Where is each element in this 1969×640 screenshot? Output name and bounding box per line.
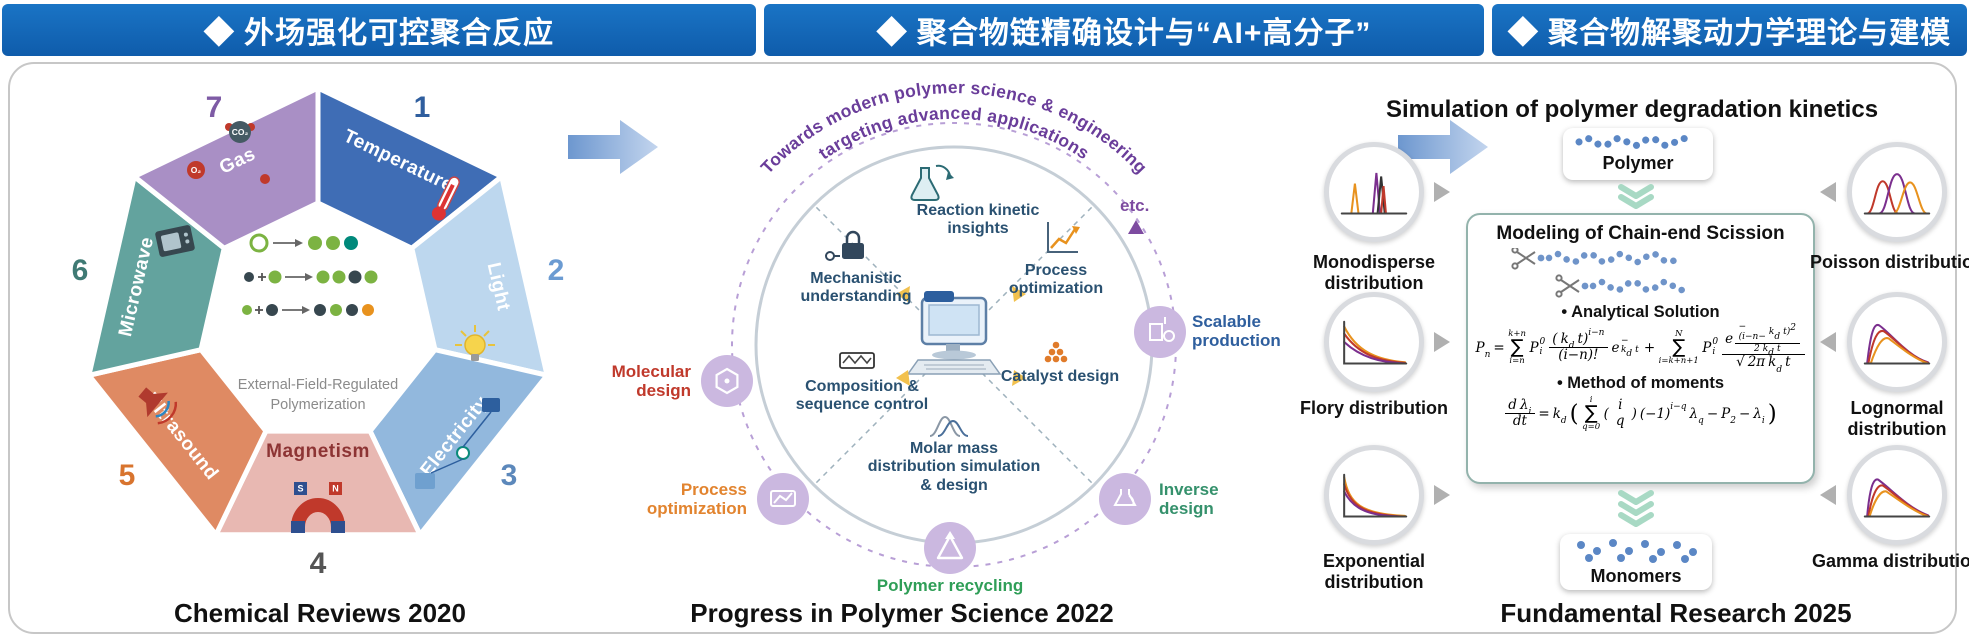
caption-left: Chemical Reviews 2020 <box>174 598 466 628</box>
arrow-flory-icon <box>1434 332 1450 352</box>
distribution-circle-poisson <box>1847 142 1947 242</box>
segment-number-7: 7 <box>206 91 223 124</box>
distribution-label-poisson: Poisson distribution <box>1810 252 1969 272</box>
segment-number-4: 4 <box>310 547 327 580</box>
magnet-icon: S N <box>291 482 345 533</box>
outer-item-process-optimization: Process optimization <box>646 480 747 519</box>
arrow-exponential-icon <box>1434 485 1450 505</box>
light-bulb-icon <box>455 325 495 361</box>
outer-item-inverse-design: Inverse design <box>1159 480 1219 519</box>
external-field-wheel: 1 2 3 4 5 6 7 Temperature Light Electric… <box>72 85 565 580</box>
chain-end-scission-box: Modeling of Chain-end Scission • Analyti… <box>1466 213 1815 484</box>
analytical-solution-label: • Analytical Solution <box>1561 303 1720 321</box>
arrow-middle-to-right <box>1398 120 1488 174</box>
magnet-pole-s: S <box>297 484 303 494</box>
scission-chains-icon <box>1510 248 1692 298</box>
down-chevrons-icon-bottom <box>1618 490 1654 527</box>
down-chevrons-icon-top <box>1618 184 1654 209</box>
lock-and-key-icon <box>825 230 864 261</box>
recycle-icon <box>936 531 964 560</box>
polymer-label: Polymer <box>1602 153 1674 173</box>
sequence-chain-icon <box>839 352 875 369</box>
o2-label: O₂ <box>191 165 202 175</box>
arrow-poisson-icon <box>1820 182 1836 202</box>
computer-icon <box>906 291 1002 375</box>
distribution-label-gamma: Gamma distribution <box>1811 551 1969 571</box>
center-label-line2: Polymerization <box>270 397 365 413</box>
inner-item-composition-control: Composition & sequence control <box>795 378 929 414</box>
etc-arrowhead-icon <box>1128 220 1144 234</box>
header-right: ◆ 聚合物解聚动力学理论与建模 <box>1492 4 1967 56</box>
polymerization-scheme-icon <box>242 233 378 316</box>
distribution-label-exponential: Exponential distribution <box>1322 551 1425 592</box>
microwave-icon <box>155 225 195 257</box>
distribution-circle-flory <box>1324 292 1424 392</box>
gas-molecules-icon: O₂ CO₂ <box>187 121 270 184</box>
polymer-chain-icon <box>1575 135 1695 149</box>
inverse-design-flask-icon <box>1113 489 1137 506</box>
center-label-line1: External-Field-Regulated <box>238 377 398 393</box>
outer-item-molecular-design: Molecular design <box>611 362 691 401</box>
distribution-label-lognormal: Lognormal distribution <box>1847 398 1947 439</box>
distribution-circle-exponential <box>1324 445 1424 545</box>
radiating-arrows-icon <box>896 286 1026 386</box>
distribution-circle-lognormal <box>1847 292 1947 392</box>
growth-chart-icon <box>1047 222 1080 253</box>
header-left: ◆ 外场强化可控聚合反应 <box>2 4 756 56</box>
magnet-pole-n: N <box>332 484 339 494</box>
flask-icon <box>910 164 954 201</box>
outer-item-polymer-recycling: Polymer recycling <box>876 576 1024 595</box>
inner-item-reaction-kinetics: Reaction kinetic insights <box>916 202 1040 238</box>
outer-item-etc: etc. <box>1120 196 1150 215</box>
monomers-label: Monomers <box>1590 566 1682 586</box>
arrow-left-to-middle <box>568 120 658 174</box>
distribution-circle-gamma <box>1847 445 1947 545</box>
polymer-box: Polymer <box>1563 128 1713 180</box>
catalyst-cluster-icon <box>1044 341 1068 363</box>
inner-item-process-optimization: Process optimization <box>1008 262 1104 298</box>
segment-number-6: 6 <box>72 254 89 287</box>
inner-item-catalyst-design: Catalyst design <box>1000 368 1120 385</box>
thermometer-icon <box>431 176 460 221</box>
outer-item-scalable-production: Scalable production <box>1192 312 1281 351</box>
segment-number-5: 5 <box>119 459 136 492</box>
scale-up-reactor-icon <box>1149 317 1175 342</box>
caption-right: Fundamental Research 2025 <box>1500 598 1852 628</box>
distribution-circle-monodisperse <box>1324 142 1424 242</box>
heptagon-segment-7 <box>131 85 321 251</box>
distribution-label-flory: Flory distribution <box>1300 398 1448 418</box>
inner-item-mechanistic: Mechanistic understanding <box>800 270 912 306</box>
electrolysis-icon <box>415 398 500 489</box>
monomer-dots-icon <box>1577 539 1697 563</box>
distribution-curves-icon <box>929 415 969 437</box>
arrow-lognormal-icon <box>1820 332 1836 352</box>
molecule-icon <box>715 367 739 395</box>
segment-label-magnetism: Magnetism <box>266 441 370 462</box>
header-middle: ◆ 聚合物链精确设计与“AI+高分子” <box>764 4 1484 56</box>
method-of-moments-label: • Method of moments <box>1556 373 1725 392</box>
inner-item-molar-mass: Molar mass distribution simulation & des… <box>867 440 1041 494</box>
arrow-monodisperse-icon <box>1434 182 1450 202</box>
segment-number-1: 1 <box>414 91 431 124</box>
segment-number-3: 3 <box>501 459 518 492</box>
caption-middle: Progress in Polymer Science 2022 <box>690 598 1114 628</box>
arrow-gamma-icon <box>1820 485 1836 505</box>
co2-label: CO₂ <box>232 127 249 137</box>
process-monitor-icon <box>770 490 796 507</box>
polymer-science-cycle: Towards modern polymer science & enginee… <box>701 77 1186 574</box>
modeling-box-title: Modeling of Chain-end Scission <box>1496 223 1785 244</box>
ultrasound-icon <box>138 387 178 425</box>
segment-number-2: 2 <box>548 254 565 287</box>
monomers-box: Monomers <box>1560 534 1712 590</box>
distribution-label-monodisperse: Monodisperse distribution <box>1312 252 1436 293</box>
right-panel-title: Simulation of polymer degradation kineti… <box>1385 96 1879 123</box>
